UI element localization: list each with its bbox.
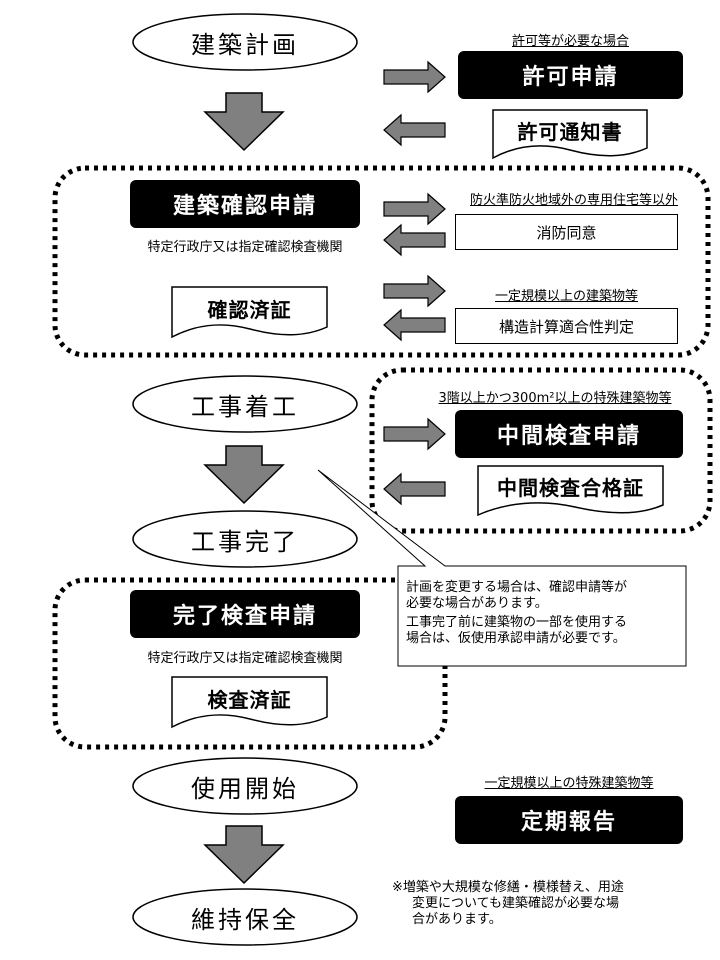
footnote-line: ※増築や大規模な修繕・模様替え、用途 [392, 880, 624, 895]
footnote-line: 合があります。 [412, 912, 502, 927]
stage-maintenance-label: 維持保全 [191, 905, 299, 934]
stage-construction-start-label: 工事着工 [191, 392, 299, 421]
confirmation-authority-text: 特定行政庁又は指定確認検査機関 [147, 240, 343, 255]
structure-check-box: 構造計算適合性判定 [455, 308, 678, 344]
permit-condition-caption: 許可等が必要な場合 [511, 34, 629, 49]
right-arrow-icon [383, 60, 446, 94]
callout-line: 計画を変更する場合は、確認申請等が [406, 580, 628, 595]
interim-certificate-document [477, 465, 664, 517]
completion-group-frame [52, 577, 448, 750]
footnote-line: 変更についても建築確認が必要な場 [412, 896, 619, 911]
right-arrow-icon [383, 192, 446, 226]
stage-use-start-ellipse [132, 757, 358, 815]
left-arrow-icon [383, 113, 446, 147]
footnote: ※増築や大規模な修繕・模様替え、用途 変更についても建築確認が必要な場 合があり… [392, 880, 682, 928]
confirmation-certificate-label: 確認済証 [207, 297, 292, 322]
completion-certificate-document [171, 676, 328, 729]
stage-use-start-label: 使用開始 [191, 774, 299, 803]
confirmation-certificate-document [171, 286, 328, 339]
left-arrow-icon [383, 308, 446, 342]
left-arrow-icon [383, 472, 446, 506]
stage-construction-start-ellipse [132, 375, 358, 433]
completion-certificate-label: 検査済証 [207, 687, 292, 712]
confirmation-application-box [130, 180, 360, 228]
interim-application-box [455, 410, 683, 458]
stage-maintenance-ellipse [132, 888, 358, 946]
callout-line: 必要な場合があります。 [406, 596, 548, 611]
completion-authority-text: 特定行政庁又は指定確認検査機関 [147, 651, 343, 666]
periodic-report-box [455, 796, 683, 844]
confirmation-group-frame [52, 165, 711, 358]
interim-group-frame [369, 367, 713, 534]
periodic-report-label: 定期報告 [520, 810, 617, 835]
left-arrow-icon [383, 223, 446, 257]
permit-application-label: 許可申請 [522, 65, 619, 90]
down-arrow-icon [203, 825, 285, 885]
fire-condition-caption: 防火準防火地域外の専用住宅等以外 [469, 193, 678, 208]
callout-bubble [317, 469, 687, 667]
completion-application-label: 完了検査申請 [172, 604, 317, 629]
permit-notice-document [492, 109, 648, 160]
structure-condition-caption: 一定規模以上の建築物等 [494, 289, 638, 304]
stage-planning-label: 建築計画 [191, 30, 299, 59]
permit-notice-label: 許可通知書 [517, 119, 623, 144]
completion-application-box [130, 590, 360, 638]
confirmation-application-label: 建築確認申請 [172, 194, 317, 219]
periodic-condition-caption: 一定規模以上の特殊建築物等 [484, 776, 654, 791]
stage-planning-ellipse [132, 13, 358, 71]
interim-certificate-label: 中間検査合格証 [497, 476, 644, 500]
callout-text: 計画を変更する場合は、確認申請等が 必要な場合があります。 工事完了前に建築物の… [406, 580, 684, 647]
callout-line: 工事完了前に建築物の一部を使用する [406, 615, 628, 630]
stage-construction-complete-ellipse [132, 510, 358, 568]
stage-construction-complete-label: 工事完了 [191, 527, 299, 556]
down-arrow-icon [203, 92, 285, 152]
callout-line: 場合は、仮使用承認申請が必要です。 [406, 631, 626, 646]
permit-application-box [458, 51, 683, 99]
interim-condition-caption: 3階以上かつ300m²以上の特殊建築物等 [438, 391, 672, 406]
down-arrow-icon [203, 445, 285, 505]
right-arrow-icon [383, 274, 446, 308]
right-arrow-icon [383, 417, 446, 451]
interim-application-label: 中間検査申請 [496, 424, 641, 449]
fire-consent-box: 消防同意 [455, 214, 678, 250]
